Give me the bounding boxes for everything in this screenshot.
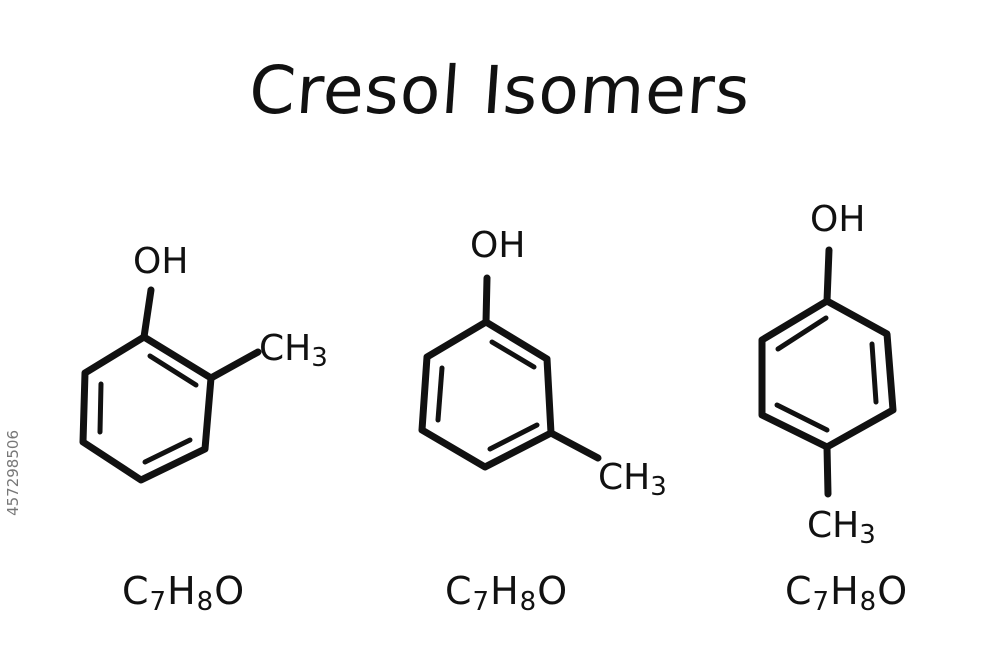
para-double-bond-1 <box>869 341 879 405</box>
para-double-bond-2 <box>774 402 830 433</box>
para-formula: C7H8O <box>785 569 909 617</box>
ortho-ch3-bond <box>207 348 262 382</box>
meta-oh-label: OH <box>470 225 526 266</box>
ortho-ch3-label: CH3 <box>259 328 328 373</box>
ortho-double-bond-1 <box>147 353 199 388</box>
meta-ch3-bond <box>547 429 602 462</box>
meta-ch3-label: CH3 <box>598 457 667 502</box>
para-oh-label: OH <box>810 199 866 240</box>
meta-formula: C7H8O <box>445 569 569 617</box>
para-oh-bond <box>823 246 833 305</box>
molecule-para <box>758 246 897 498</box>
molecule-ortho <box>79 286 262 484</box>
ortho-double-bond-2 <box>142 437 193 465</box>
molecule-meta <box>418 274 602 471</box>
para-double-bond-3 <box>775 315 829 352</box>
meta-oh-bond <box>482 274 491 326</box>
ortho-double-bond-3 <box>97 381 104 435</box>
ortho-oh-label: OH <box>133 241 189 282</box>
meta-double-bond-2 <box>487 422 540 452</box>
ortho-formula: C7H8O <box>122 569 246 617</box>
para-ch3-bond <box>823 443 832 498</box>
ortho-oh-bond <box>140 286 155 341</box>
meta-double-bond-1 <box>489 339 537 370</box>
para-ch3-label: CH3 <box>807 505 876 550</box>
meta-double-bond-3 <box>435 365 445 423</box>
meta-ring <box>418 318 555 471</box>
